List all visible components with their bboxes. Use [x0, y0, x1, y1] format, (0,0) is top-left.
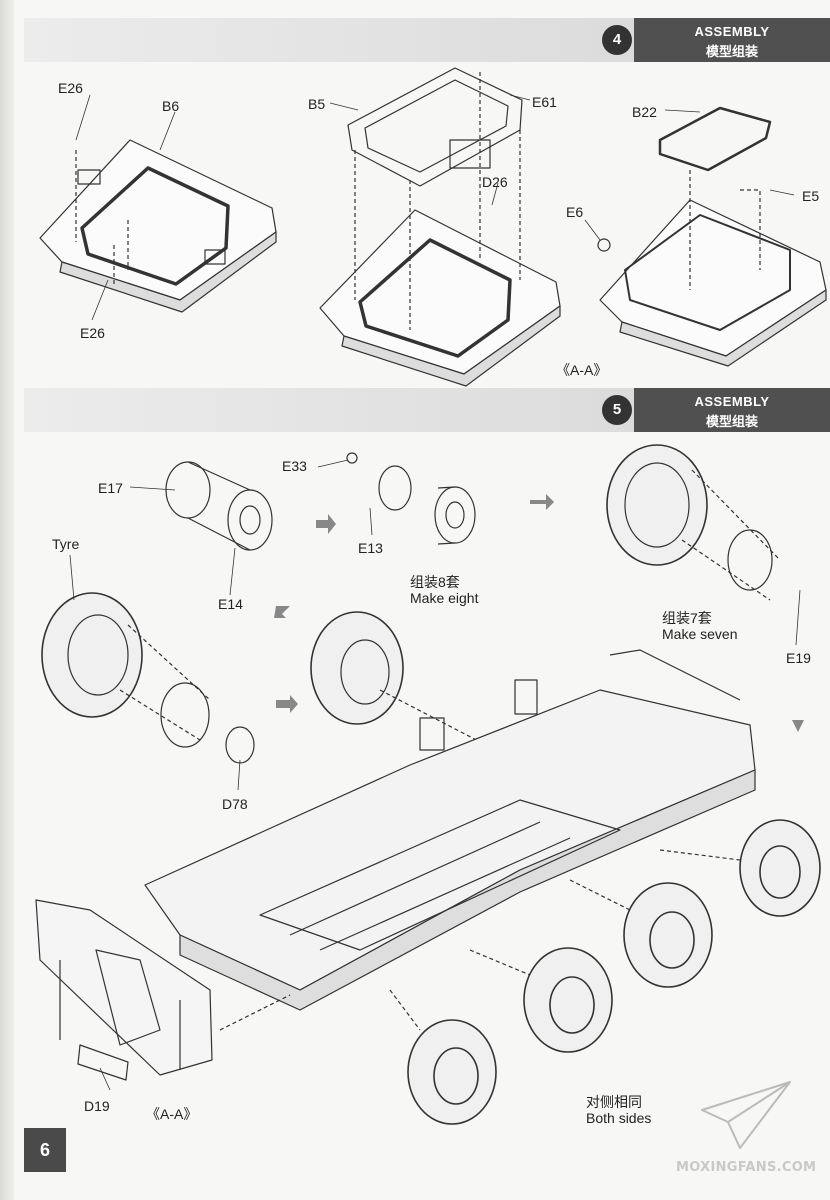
step-4-header: 4 ASSEMBLY 模型组装	[24, 18, 830, 62]
label-section-a-a-bottom: 《A-A》	[146, 1106, 198, 1122]
label-make-eight-en: Make eight	[410, 590, 479, 606]
label-b22: B22	[632, 104, 657, 120]
step-4-number: 4	[602, 25, 632, 55]
chassis-frame-drawing	[144, 649, 756, 1011]
label-e13: E13	[358, 540, 383, 556]
label-e26-top: E26	[58, 80, 83, 96]
step-4-title-tab: ASSEMBLY 模型组装	[634, 18, 830, 62]
hull-assembled-a-a-drawing	[597, 106, 827, 367]
label-e61: E61	[532, 94, 557, 110]
wheel-hub-parts-drawing	[165, 452, 476, 551]
label-make-eight-cn: 组装8套	[410, 574, 460, 590]
front-plate-a-a-drawing	[35, 899, 291, 1081]
label-tyre: Tyre	[52, 536, 80, 552]
watermark-text: MOXINGFANS.COM	[676, 1160, 817, 1175]
label-d19: D19	[84, 1098, 110, 1114]
label-b6: B6	[162, 98, 180, 114]
label-make-seven-cn: 组装7套	[662, 610, 712, 626]
label-e5: E5	[802, 188, 820, 204]
tyre-top-right-drawing	[606, 444, 781, 601]
label-e6: E6	[566, 204, 584, 220]
leader-lines	[69, 94, 801, 1091]
page-binding-edge	[0, 0, 14, 1200]
step-5-title-en: ASSEMBLY	[694, 394, 770, 409]
label-section-a-a-top: 《A-A》	[556, 362, 608, 378]
hull-panel-b5-drawing	[319, 67, 561, 387]
label-both-sides-en: Both sides	[586, 1110, 652, 1126]
step-4-title-en: ASSEMBLY	[694, 24, 770, 39]
flow-arrows	[274, 494, 804, 732]
tyre-left-drawing	[41, 592, 255, 764]
step-4-title-cn: 模型组装	[705, 44, 758, 59]
label-e14: E14	[218, 596, 243, 612]
label-e33: E33	[282, 458, 307, 474]
label-make-seven-en: Make seven	[662, 626, 738, 642]
label-e26-bottom: E26	[80, 325, 105, 341]
label-both-sides-cn: 对侧相同	[586, 1094, 642, 1110]
step-5-header: 5 ASSEMBLY 模型组装	[24, 388, 830, 432]
label-e19: E19	[786, 650, 811, 666]
page-number: 6	[24, 1128, 66, 1172]
watermark-plane-logo	[701, 1081, 791, 1149]
road-wheels-drawing	[407, 819, 821, 1125]
step-5-number: 5	[602, 395, 632, 425]
step-5-title-cn: 模型组装	[705, 414, 758, 429]
label-d78: D78	[222, 796, 248, 812]
label-e17: E17	[98, 480, 123, 496]
step-5-title-tab: ASSEMBLY 模型组装	[634, 388, 830, 432]
label-b5: B5	[308, 96, 326, 112]
label-d26: D26	[482, 174, 508, 190]
hull-panel-b6-drawing	[39, 139, 277, 313]
